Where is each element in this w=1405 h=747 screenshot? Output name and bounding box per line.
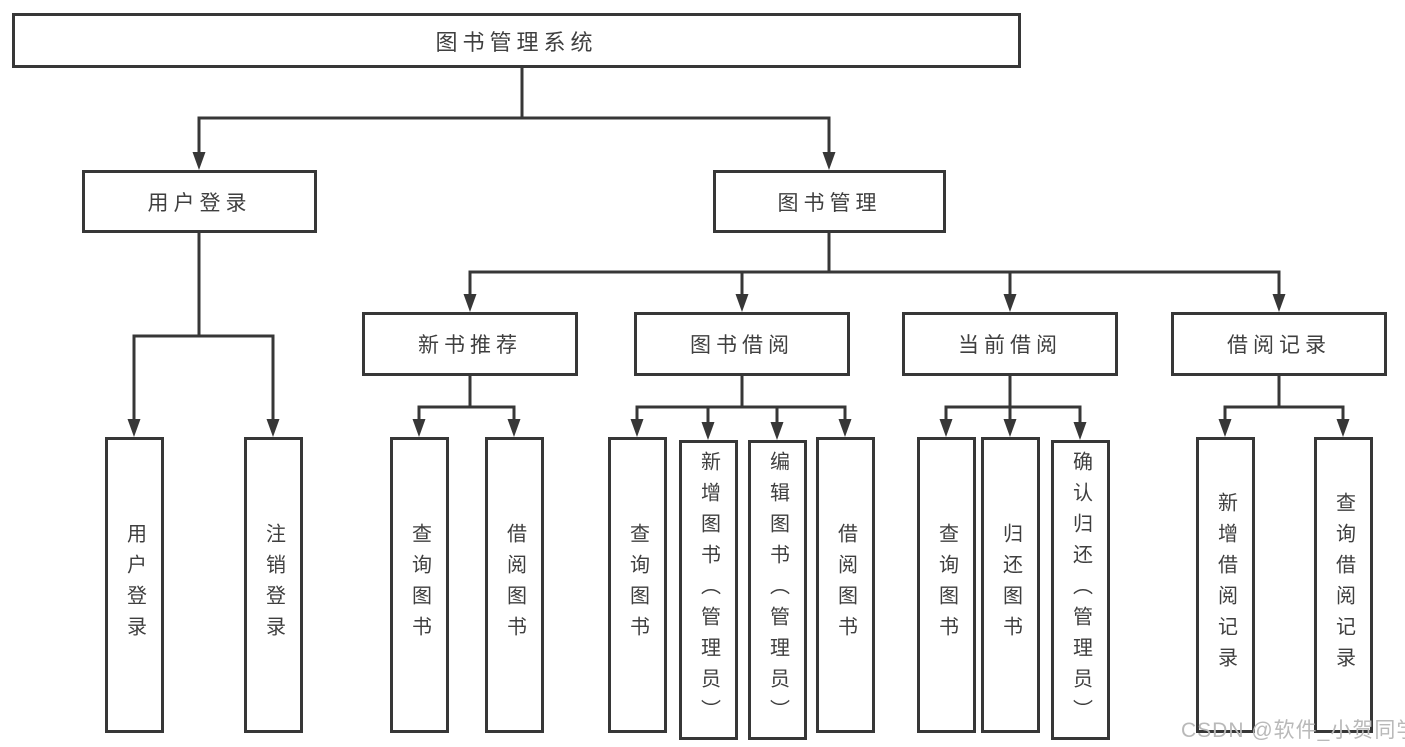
leaf-cb-query-books-label: 查询图书 — [935, 523, 958, 647]
connector-borrow-records-children — [1218, 374, 1350, 437]
leaf-bb-edit-books-admin: 编辑图书（管理员） — [748, 440, 807, 740]
leaf-br-add-record-label: 新增借阅记录 — [1214, 492, 1237, 678]
watermark: CSDN @软件_小贺同学 — [1181, 719, 1405, 742]
leaf-br-add-record: 新增借阅记录 — [1196, 437, 1255, 733]
connector-root-to-level2 — [192, 66, 836, 170]
node-book-mgmt-label: 图书管理 — [777, 191, 882, 215]
connector-user-login-children — [127, 231, 280, 437]
leaf-user-login-label: 用户登录 — [123, 523, 146, 647]
leaf-bb-borrow-books-label: 借阅图书 — [834, 523, 857, 647]
node-root: 图书管理系统 — [12, 13, 1021, 68]
leaf-bb-borrow-books: 借阅图书 — [816, 437, 875, 733]
leaf-bb-edit-books-admin-label: 编辑图书（管理员） — [766, 450, 789, 730]
node-borrow-records-label: 借阅记录 — [1227, 334, 1331, 357]
leaf-nb-query-books-label: 查询图书 — [408, 523, 431, 647]
leaf-br-query-record: 查询借阅记录 — [1314, 437, 1373, 733]
node-user-login-label: 用户登录 — [147, 191, 252, 215]
node-new-books: 新书推荐 — [362, 312, 578, 376]
node-borrow-records: 借阅记录 — [1171, 312, 1387, 376]
connector-current-borrow-children — [939, 374, 1087, 440]
leaf-cb-query-books: 查询图书 — [917, 437, 976, 733]
node-book-mgmt: 图书管理 — [713, 170, 946, 233]
connector-book-borrow-children — [630, 374, 852, 440]
connector-book-mgmt-to-level3 — [463, 231, 1286, 312]
leaf-logout-label: 注销登录 — [262, 523, 285, 647]
leaf-bb-add-books-admin-label: 新增图书（管理员） — [697, 450, 720, 730]
node-user-login: 用户登录 — [82, 170, 317, 233]
leaf-br-query-record-label: 查询借阅记录 — [1332, 492, 1355, 678]
leaf-user-login: 用户登录 — [105, 437, 164, 733]
leaf-logout: 注销登录 — [244, 437, 303, 733]
leaf-bb-add-books-admin: 新增图书（管理员） — [679, 440, 738, 740]
leaf-cb-confirm-return-admin: 确认归还（管理员） — [1051, 440, 1110, 740]
leaf-bb-query-books: 查询图书 — [608, 437, 667, 733]
node-book-borrow: 图书借阅 — [634, 312, 850, 376]
connector-new-books-children — [412, 374, 521, 437]
leaf-nb-query-books: 查询图书 — [390, 437, 449, 733]
leaf-nb-borrow-books-label: 借阅图书 — [503, 523, 526, 647]
node-current-borrow-label: 当前借阅 — [958, 334, 1062, 357]
node-current-borrow: 当前借阅 — [902, 312, 1118, 376]
leaf-cb-return-books: 归还图书 — [981, 437, 1040, 733]
leaf-nb-borrow-books: 借阅图书 — [485, 437, 544, 733]
leaf-cb-return-books-label: 归还图书 — [999, 523, 1022, 647]
leaf-cb-confirm-return-admin-label: 确认归还（管理员） — [1069, 450, 1092, 730]
node-new-books-label: 新书推荐 — [418, 334, 522, 357]
node-book-borrow-label: 图书借阅 — [690, 334, 794, 357]
leaf-bb-query-books-label: 查询图书 — [626, 523, 649, 647]
node-root-label: 图书管理系统 — [435, 29, 598, 55]
